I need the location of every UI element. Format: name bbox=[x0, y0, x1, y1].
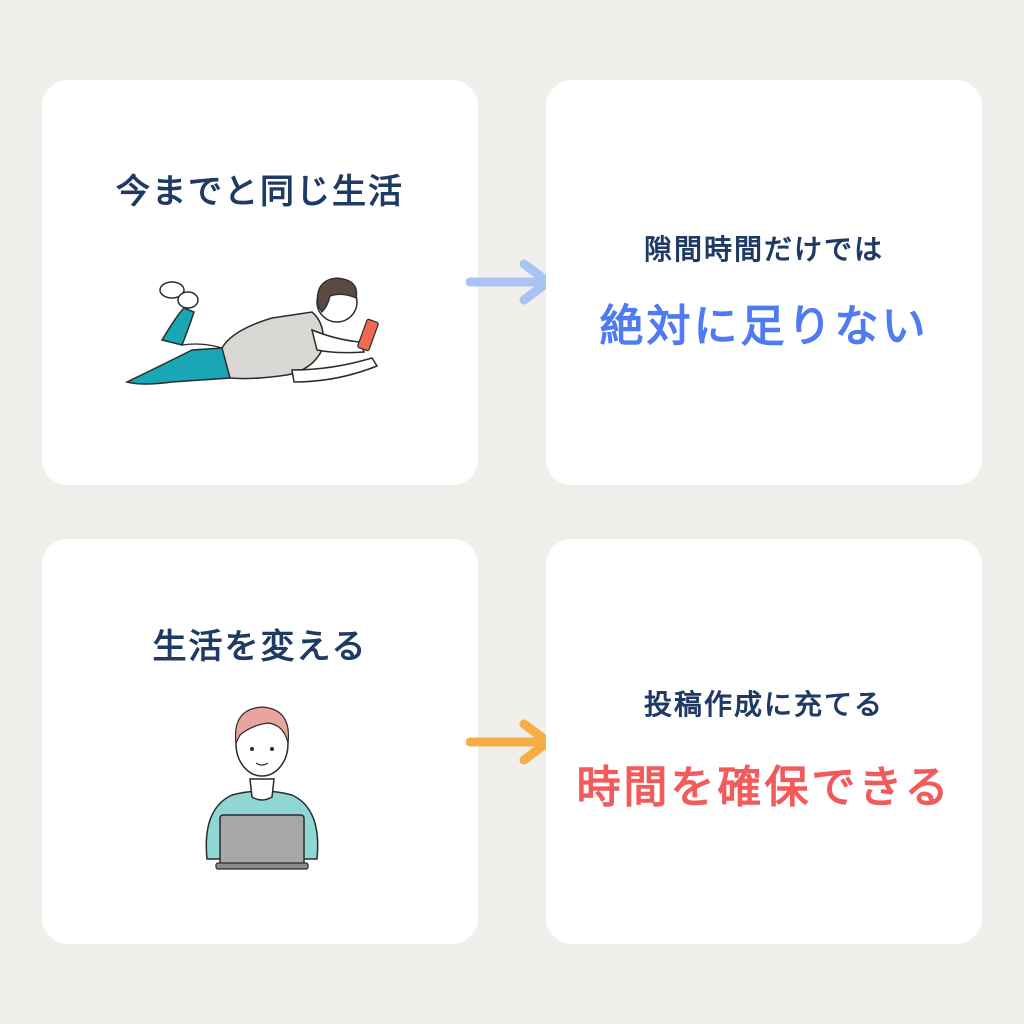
card-change-life: 生活を変える bbox=[42, 539, 478, 944]
card-title: 生活を変える bbox=[152, 627, 368, 667]
person-lying-with-phone-illustration bbox=[124, 277, 379, 385]
card-not-enough-time: 隙間時間だけでは 絶対に足りない bbox=[546, 80, 982, 485]
card-secure-time: 投稿作成に充てる 時間を確保できる bbox=[546, 539, 982, 944]
person-with-laptop-illustration bbox=[205, 706, 319, 870]
card-current-life: 今までと同じ生活 bbox=[42, 80, 478, 485]
card-title: 今までと同じ生活 bbox=[116, 172, 404, 212]
card-emphasis: 絶対に足りない bbox=[599, 301, 929, 352]
card-emphasis: 時間を確保できる bbox=[576, 762, 952, 813]
card-subtitle: 投稿作成に充てる bbox=[643, 688, 884, 721]
arrow-right-icon bbox=[466, 719, 553, 765]
card-subtitle: 隙間時間だけでは bbox=[643, 233, 884, 266]
arrow-right-icon bbox=[466, 259, 553, 305]
